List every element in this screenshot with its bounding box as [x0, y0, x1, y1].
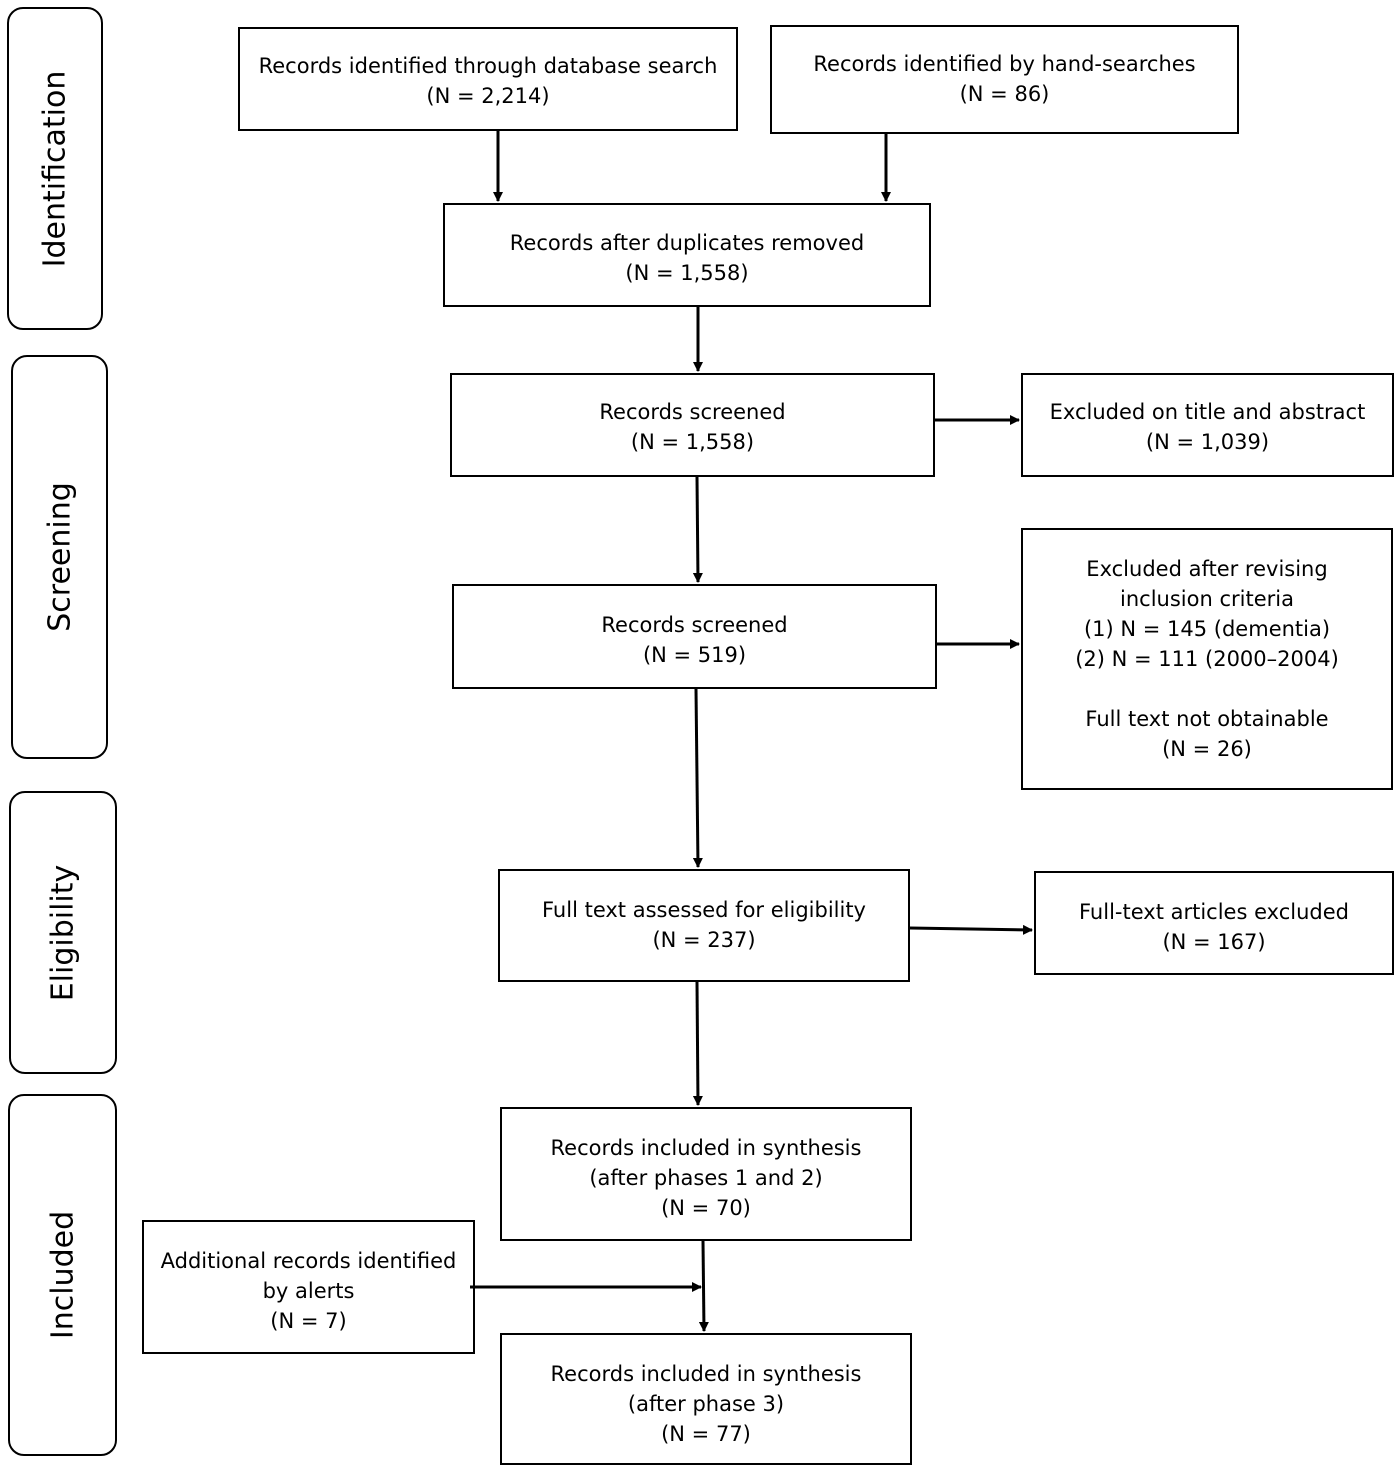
excluded-dementia-count: (1) N = 145 (dementia) — [1083, 617, 1331, 641]
additional-alerts-text: Additional records identified — [160, 1249, 457, 1273]
phase-eligibility: Eligibility — [9, 791, 117, 1074]
arrow-fulltext-to-included — [692, 981, 703, 1106]
duplicates-removed-text: Records after duplicates removed — [509, 231, 865, 255]
excluded-revising-text-2: inclusion criteria — [1120, 587, 1294, 611]
additional-alerts-text-2: by alerts — [262, 1279, 355, 1303]
duplicates-removed-count: (N = 1,558) — [625, 261, 749, 285]
full-text-excluded-box: Full-text articles excluded (N = 167) — [1034, 871, 1394, 975]
excluded-title-abstract-text: Excluded on title and abstract — [1049, 400, 1366, 424]
full-text-assessed-text: Full text assessed for eligibility — [542, 898, 866, 922]
full-text-excluded-text: Full-text articles excluded — [1079, 900, 1349, 924]
full-text-assessed-count: (N = 237) — [652, 928, 756, 952]
excluded-revising-box: Excluded after revising inclusion criter… — [1021, 528, 1393, 790]
duplicates-removed-box: Records after duplicates removed (N = 1,… — [443, 203, 931, 307]
phase-identification: Identification — [7, 7, 103, 330]
arrow-included-to-phase3 — [698, 1240, 709, 1332]
arrow-screened2-to-fulltext — [692, 688, 703, 868]
database-search-count: (N = 2,214) — [426, 84, 550, 108]
screened-1-box: Records screened (N = 1,558) — [450, 373, 935, 477]
included-phase12-text: Records included in synthesis — [550, 1136, 862, 1160]
excluded-date-range-count: (2) N = 111 (2000–2004) — [1075, 647, 1339, 671]
phase-included: Included — [8, 1094, 117, 1456]
full-text-excluded-count: (N = 167) — [1162, 930, 1266, 954]
not-obtainable-text: Full text not obtainable — [1085, 707, 1329, 731]
additional-alerts-count: (N = 7) — [270, 1309, 347, 1333]
hand-searches-text: Records identified by hand-searches — [813, 52, 1196, 76]
included-phase12-box: Records included in synthesis (after pha… — [500, 1107, 912, 1241]
included-phase12-count: (N = 70) — [661, 1196, 751, 1220]
excluded-title-abstract-count: (N = 1,039) — [1145, 430, 1270, 454]
hand-searches-box: Records identified by hand-searches (N =… — [770, 25, 1239, 134]
included-phase3-subtext: (after phase 3) — [627, 1392, 785, 1416]
arrow-screened-to-screened2 — [692, 476, 703, 583]
database-search-text: Records identified through database sear… — [258, 54, 718, 78]
excluded-title-abstract-box: Excluded on title and abstract (N = 1,03… — [1021, 373, 1394, 477]
excluded-revising-text: Excluded after revising — [1086, 557, 1328, 581]
screened-2-count: (N = 519) — [642, 643, 747, 667]
included-phase3-box: Records included in synthesis (after pha… — [500, 1333, 912, 1465]
phase-screening: Screening — [11, 355, 108, 759]
not-obtainable-count: (N = 26) — [1162, 737, 1252, 761]
arrow-fulltext-to-excluded — [909, 924, 1033, 935]
additional-alerts-box: Additional records identified by alerts … — [142, 1220, 475, 1354]
screened-1-count: (N = 1,558) — [630, 430, 755, 454]
included-phase12-subtext: (after phases 1 and 2) — [589, 1166, 823, 1190]
screened-2-box: Records screened (N = 519) — [452, 584, 937, 689]
hand-searches-count: (N = 86) — [959, 82, 1050, 106]
full-text-assessed-box: Full text assessed for eligibility (N = … — [498, 869, 910, 982]
included-phase3-count: (N = 77) — [661, 1422, 751, 1446]
screened-1-text: Records screened — [599, 400, 786, 424]
database-search-box: Records identified through database sear… — [238, 27, 738, 131]
screened-2-text: Records screened — [601, 613, 788, 637]
included-phase3-text: Records included in synthesis — [550, 1362, 862, 1386]
